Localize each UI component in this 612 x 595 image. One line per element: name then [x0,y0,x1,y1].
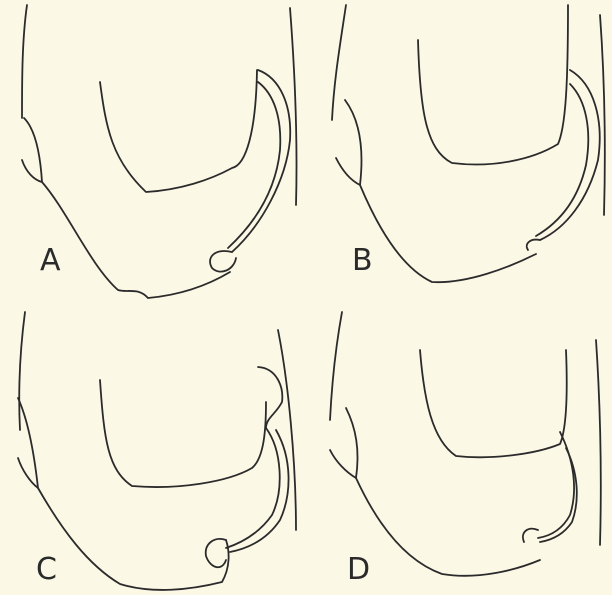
panel-d-right-edge [596,340,601,545]
panel-a-hook [210,251,236,272]
panel-d-left-lobe [330,408,358,478]
panel-a-outer-left-edge [22,5,27,118]
panel-b-outline [332,5,605,282]
panel-d-bottom-contour [356,478,540,576]
panel-a-label: A [40,246,61,276]
panel-d-label: D [347,555,370,585]
panel-c-left-lobe [18,398,38,488]
panel-d-hook [523,529,538,542]
panel-b-hook [527,240,540,250]
panel-b-label: B [352,246,373,276]
panel-c-top-right-lobe [258,367,282,428]
panel-b-inner-u [418,5,568,164]
panel-a-right-band-inner [228,82,280,248]
panel-d-right-band-outer [538,432,574,538]
panel-a-bottom-contour [42,182,230,298]
panel-b-right-band-inner [536,84,588,236]
panel-b-left-lobe [336,100,361,185]
panel-a-outline [22,5,297,298]
panel-c-hook [206,539,226,567]
panel-c-inner-u [100,380,266,487]
panel-b-bottom-contour [360,185,536,282]
panel-b-outer-left-edge [332,5,346,120]
panel-a-right-edge [290,8,297,205]
panel-b-right-edge [600,15,605,215]
panel-d-outer-left-edge [330,312,342,420]
panel-a-left-lobe [22,118,42,182]
panel-a-inner-u [100,70,257,192]
panel-c-label: C [36,555,57,585]
panel-d-outline [330,312,601,576]
panel-b-right-band-outer [540,70,600,240]
panel-c-bottom-contour [38,488,229,590]
panel-c-outline [18,312,296,590]
panel-d-inner-u [420,350,567,457]
panel-d-right-band-inner [540,448,577,542]
